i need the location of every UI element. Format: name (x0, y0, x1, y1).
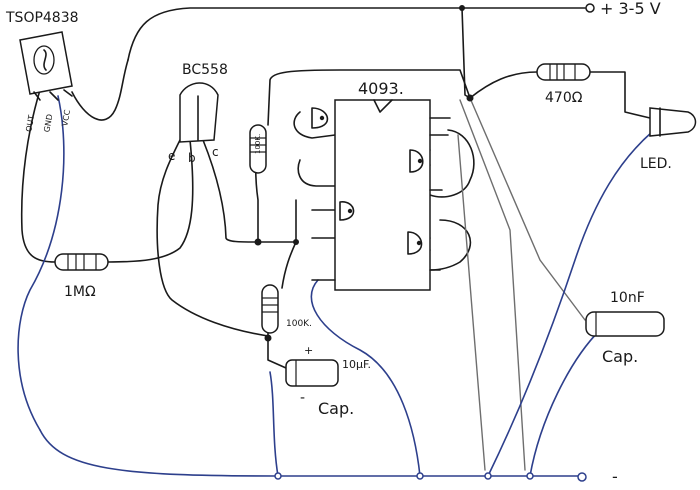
ground-node-3 (484, 472, 492, 480)
led-diode (649, 107, 697, 137)
wire-to-r100k-bottom (281, 241, 297, 289)
label-ground: - (612, 467, 618, 486)
wires-grey (457, 97, 586, 471)
wire-ground-rail (39, 429, 581, 477)
label-pin-gnd: GND (42, 113, 54, 133)
labels: TSOP4838 OUT GND VCC BC558 e b c 4093. +… (5, 0, 672, 486)
wire-ic-gnd (310, 279, 421, 477)
resistor-1m (54, 253, 109, 271)
wire-emitter (156, 139, 269, 337)
ic-4093 (311, 99, 451, 291)
resistor-470 (536, 63, 591, 81)
label-pin-vcc: VCC (60, 109, 72, 127)
gate-2 (339, 201, 355, 221)
wire-gate-right-b (429, 219, 472, 271)
resistor-100k-top (249, 124, 267, 174)
wire-grey-b (459, 99, 526, 471)
wire-grey-c (457, 134, 486, 471)
wire-gate-left-d (311, 209, 336, 239)
wire-led-gnd (487, 131, 653, 477)
ic-4093-body (334, 99, 431, 291)
label-ic: 4093. (358, 79, 404, 98)
label-transistor: BC558 (182, 62, 228, 78)
label-cap-left-name: Cap. (318, 399, 354, 418)
resistor-100k-bottom (261, 284, 279, 334)
wire-ic-to-r470 (469, 71, 538, 99)
label-pin-c: c (212, 145, 219, 159)
wire-tsop-out (20, 89, 56, 263)
supply-terminal (585, 3, 595, 13)
ground-terminal (577, 472, 587, 482)
capacitor-10nf (585, 311, 665, 337)
label-r1m: 1MΩ (64, 284, 96, 300)
label-ir-receiver: TSOP4838 (5, 10, 79, 26)
label-pin-e: e (168, 149, 175, 163)
label-r100k-top: 100K. (254, 134, 262, 154)
ground-node-2 (416, 472, 424, 480)
label-led: LED. (640, 156, 672, 172)
label-supply: + 3-5 V (600, 0, 661, 18)
label-cap-left-value: 10µF. (342, 358, 371, 371)
label-r100k-bottom: 100K. (286, 319, 312, 329)
junctions (254, 3, 595, 342)
wire-tsop-gnd (17, 95, 65, 431)
wire-gate-left-a (293, 111, 336, 139)
wire-supply-rail (127, 7, 586, 61)
wire-r1m-to-base (107, 139, 194, 263)
gate-4 (407, 231, 423, 255)
gate-1 (311, 107, 329, 129)
label-cap-left-minus: - (300, 390, 305, 406)
wire-top-frame (267, 69, 471, 126)
transistor-bc558 (179, 82, 219, 143)
ir-receiver-tsop4838 (19, 31, 73, 101)
capacitor-10uf (285, 359, 339, 387)
wires-ground (17, 95, 653, 482)
label-pin-out: OUT (24, 114, 36, 132)
ic-marker (373, 99, 393, 113)
ground-node-1 (274, 472, 282, 480)
wire-grey-a (469, 97, 586, 321)
wire-gate-left-b (297, 159, 336, 187)
label-cap-right-value: 10nF (610, 290, 645, 306)
wire-cap-left-gnd (269, 371, 279, 477)
wire-r100k-bottom-to-cap (267, 329, 287, 369)
label-cap-left-plus: + (304, 344, 313, 357)
wire-collector (202, 139, 297, 243)
ground-node-4 (526, 472, 534, 480)
wire-r470-to-led (589, 71, 651, 119)
wire-tsop-vcc (71, 59, 129, 121)
label-pin-b: b (188, 151, 196, 165)
wire-gate-right-a (429, 129, 475, 198)
label-r470: 470Ω (545, 90, 583, 106)
gate-3 (409, 149, 424, 173)
label-cap-right-name: Cap. (602, 347, 638, 366)
wire-cap-right-gnd (529, 329, 601, 477)
